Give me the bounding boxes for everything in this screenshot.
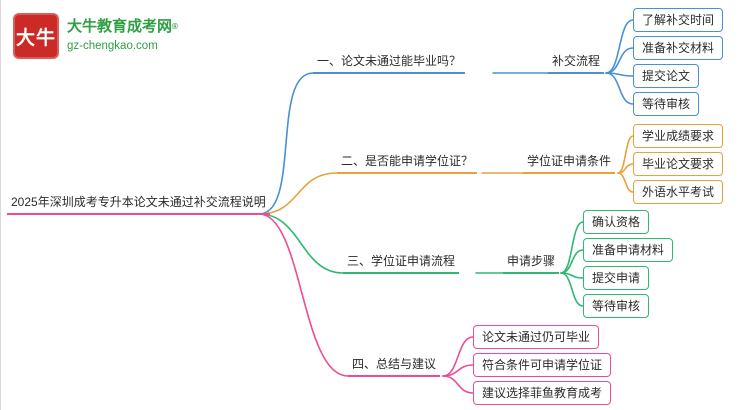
link-child2-leaf1 <box>617 135 634 174</box>
branch4-leaf-1: 论文未通过仍可毕业 <box>473 325 600 349</box>
link-child1-leaf1 <box>605 19 634 74</box>
branch2-leaf-3: 外语水平考试 <box>633 180 724 204</box>
link-child1-leaf4 <box>605 72 634 105</box>
branch2-leaf-2: 毕业论文要求 <box>633 152 724 176</box>
link-child3-leaf1 <box>560 221 584 274</box>
logo-seal-text: 大牛 <box>15 27 56 49</box>
link-root-branch1 <box>258 72 314 215</box>
site-name: 大牛教育成考网® <box>67 18 178 35</box>
branch4-node: 四、总结与建议 <box>348 357 441 377</box>
link-child3-leaf2 <box>560 249 584 274</box>
branch1-leaf-2: 准备补交材料 <box>633 36 724 60</box>
branch1-node: 一、论文未通过能毕业吗？ <box>313 54 466 74</box>
root-node: 2025年深圳成考专升本论文未通过补交流程说明 <box>7 195 270 215</box>
link-branch4-leaf3 <box>442 375 474 394</box>
branch1-child-node: 补交流程 <box>548 54 605 74</box>
link-root-branch4 <box>258 213 349 377</box>
link-child3-leaf4 <box>560 272 584 307</box>
site-url: gz-chengkao.com <box>67 40 158 52</box>
branch4-leaf-3: 建议选择菲鱼教育成考 <box>473 381 612 405</box>
link-branch4-leaf1 <box>442 336 474 377</box>
registered-mark: ® <box>172 22 178 31</box>
branch3-child-node: 申请步骤 <box>503 254 560 274</box>
branch4-leaf-2: 符合条件可申请学位证 <box>473 353 612 377</box>
link-child2-leaf3 <box>617 172 634 193</box>
link-root-branch3 <box>258 213 344 274</box>
branch1-leaf-1: 了解补交时间 <box>633 8 724 32</box>
branch2-node: 二、是否能申请学位证？ <box>337 154 478 174</box>
logo-seal-icon: 大牛 <box>13 13 59 59</box>
branch3-node: 三、学位证申请流程 <box>343 254 460 274</box>
branch3-leaf-3: 提交申请 <box>583 266 650 290</box>
logo-text-block: 大牛教育成考网® gz-chengkao.com <box>67 18 178 54</box>
link-root-branch2 <box>258 172 338 215</box>
link-child1-leaf2 <box>605 47 634 74</box>
branch2-child-node: 学位证申请条件 <box>523 154 616 174</box>
branch3-leaf-1: 确认资格 <box>583 210 650 234</box>
branch1-leaf-3: 提交论文 <box>633 64 700 88</box>
branch1-leaf-4: 等待审核 <box>633 92 700 116</box>
branch2-leaf-1: 学业成绩要求 <box>633 124 724 148</box>
branch3-leaf-4: 等待审核 <box>583 294 650 318</box>
branch3-leaf-2: 准备申请材料 <box>583 238 674 262</box>
site-logo: 大牛 大牛教育成考网® gz-chengkao.com <box>13 13 178 59</box>
